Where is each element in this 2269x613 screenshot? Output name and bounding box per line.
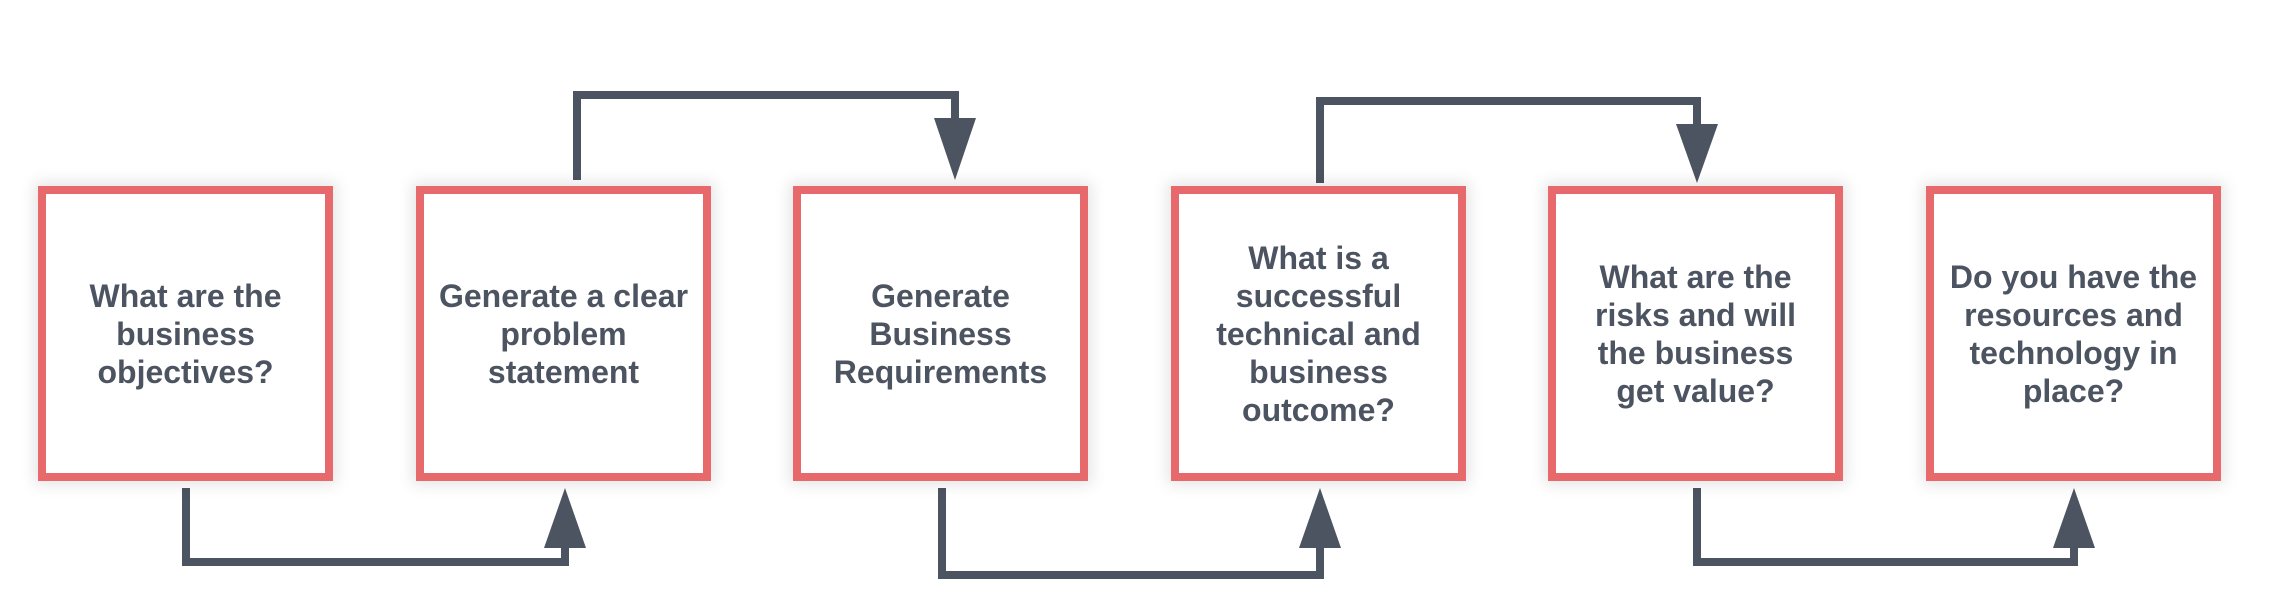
step-label: Generate Business Requirements (833, 277, 1048, 390)
step-label: What are the business objectives? (89, 277, 282, 390)
arrowhead-up-5 (2053, 488, 2095, 548)
arrowhead-up-3 (1299, 488, 1341, 548)
step-label: What are the risks and will the business… (1595, 258, 1796, 409)
step-label: Do you have the resources and technology… (1949, 258, 2198, 409)
step-box-objectives: What are the business objectives? (38, 186, 333, 481)
connector-3-to-4 (938, 488, 1324, 579)
step-label: Generate a clear problem statement (438, 277, 689, 390)
step-box-risks-value: What are the risks and will the business… (1548, 186, 1843, 481)
step-label: What is a successful technical and busin… (1216, 239, 1421, 428)
step-box-business-requirements: Generate Business Requirements (793, 186, 1088, 481)
connector-2-to-3 (573, 91, 959, 180)
arrowhead-down-4 (1676, 124, 1718, 183)
connector-1-to-2 (182, 488, 569, 566)
connector-4-to-5 (1316, 97, 1701, 183)
connector-5-to-6 (1693, 488, 2078, 566)
step-box-problem-statement: Generate a clear problem statement (416, 186, 711, 481)
arrowhead-down-2 (934, 118, 976, 180)
step-box-successful-outcome: What is a successful technical and busin… (1171, 186, 1466, 481)
step-box-resources-technology: Do you have the resources and technology… (1926, 186, 2221, 481)
arrowhead-up-1 (544, 488, 586, 548)
